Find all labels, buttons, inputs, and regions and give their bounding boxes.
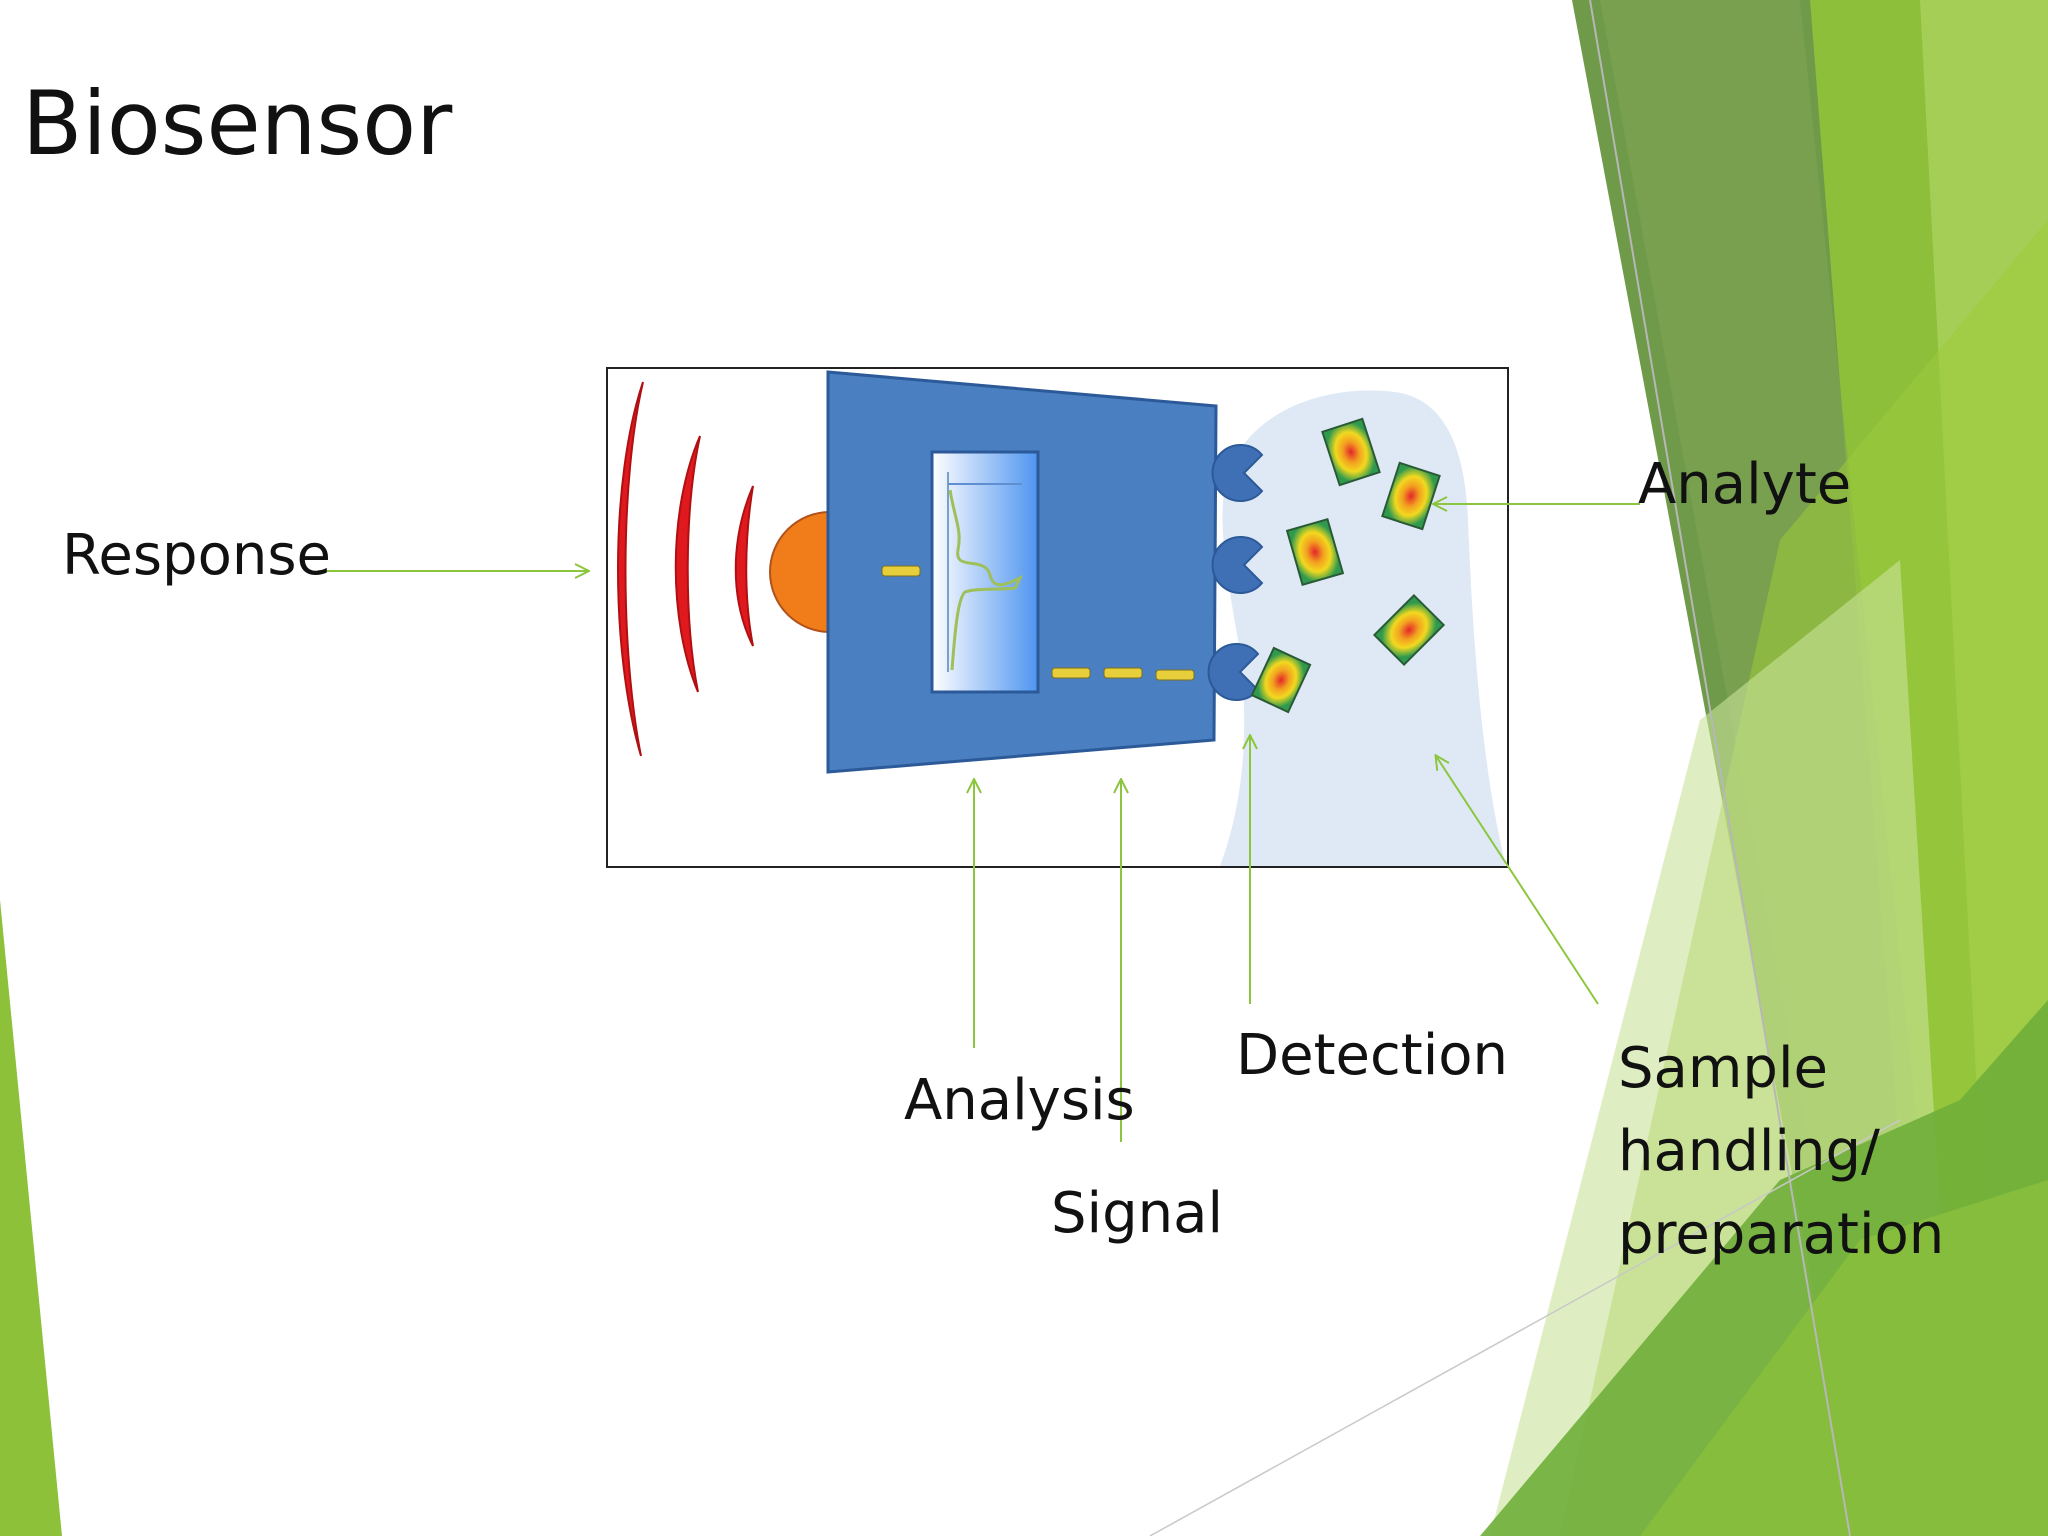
receptor-icon [1207, 444, 1264, 701]
theme-decoration-right [1149, 0, 2048, 1536]
sample-arrow [1436, 756, 1599, 1005]
label-analyte: Analyte [1638, 452, 1852, 517]
label-detection: Detection [1236, 1023, 1509, 1088]
slide-title: Biosensor [22, 72, 453, 175]
biosensor-diagram [606, 367, 1509, 868]
label-analysis: Analysis [904, 1068, 1135, 1133]
signal-source [769, 510, 831, 634]
analyte-molecule-icon [1250, 417, 1446, 714]
signal-arrow-icon [881, 565, 1195, 681]
label-response: Response [62, 523, 331, 588]
signal-display [930, 450, 1040, 694]
theme-decoration-left [0, 900, 62, 1536]
annotation-arrows [318, 504, 1640, 1142]
label-signal: Signal [1051, 1181, 1224, 1246]
response-wave-icon [617, 381, 754, 757]
label-sample-handling: Sample handling/ preparation [1618, 1036, 1945, 1267]
